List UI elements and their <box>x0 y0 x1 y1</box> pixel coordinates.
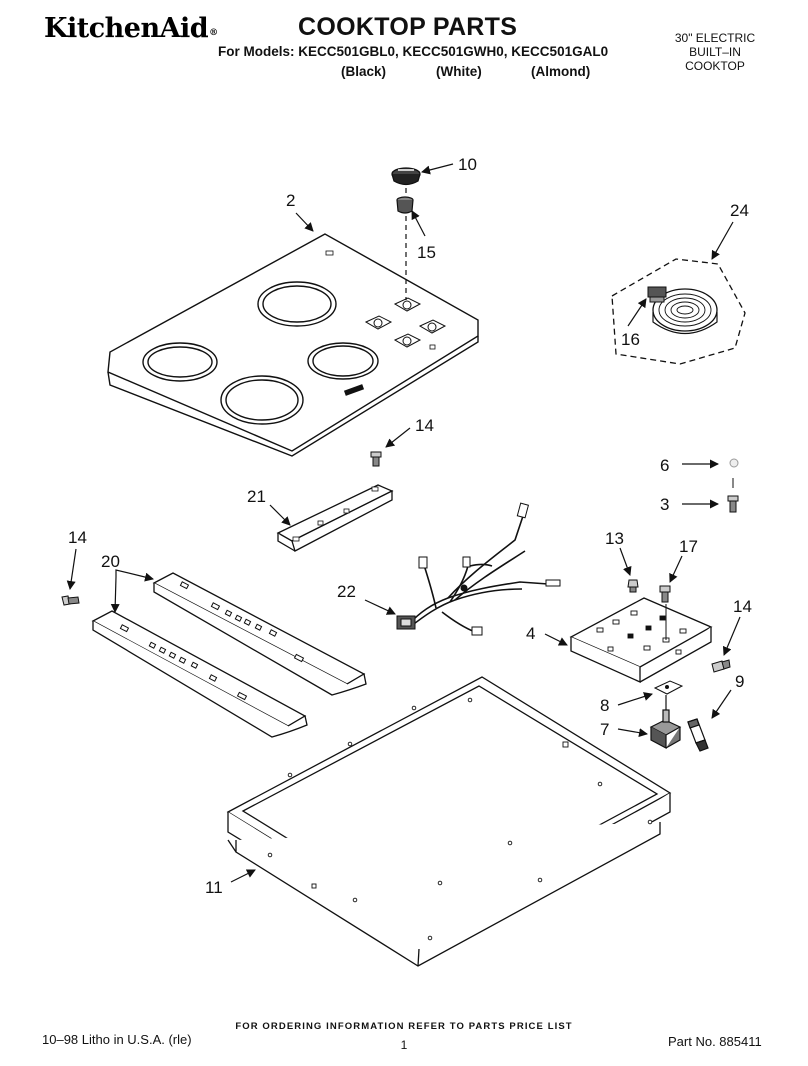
product-line-1: 30" ELECTRIC <box>674 31 756 45</box>
brand-name: KitchenAid <box>44 13 209 44</box>
burner-rings <box>142 281 379 425</box>
screw-small <box>727 495 739 513</box>
callout-20: 20 <box>101 552 120 571</box>
side-rail-back <box>152 572 367 696</box>
callout-3: 3 <box>660 495 669 514</box>
product-description: 30" ELECTRIC BUILT–IN COOKTOP <box>665 31 765 73</box>
wire-harness-connectors <box>396 502 561 636</box>
callout-labels: 10 2 15 24 16 14 21 6 3 14 20 13 17 22 4… <box>68 155 752 897</box>
indicator-light <box>687 718 709 752</box>
brand-logo: KitchenAid® <box>44 13 218 44</box>
switch-box-plug <box>627 579 639 593</box>
radiant-element <box>652 288 718 334</box>
registered-mark: ® <box>209 28 218 38</box>
product-line-2: BUILT–IN <box>689 45 741 59</box>
callout-9: 9 <box>735 672 744 691</box>
cooktop-glass <box>107 233 479 457</box>
screw-left <box>61 595 80 606</box>
callout-24: 24 <box>730 201 749 220</box>
ordering-note: FOR ORDERING INFORMATION REFER TO PARTS … <box>235 1021 573 1032</box>
wire-harness <box>407 515 549 633</box>
knob-bezels <box>364 297 447 348</box>
callout-15: 15 <box>417 243 436 262</box>
callout-22: 22 <box>337 582 356 601</box>
leader-arrows <box>66 163 741 883</box>
knob-spring-clip <box>396 196 414 214</box>
page-number: 1 <box>400 1038 408 1052</box>
callout-10: 10 <box>458 155 477 174</box>
model-list: For Models: KECC501GBL0, KECC501GWH0, KE… <box>218 44 609 59</box>
color-label-white: (White) <box>436 64 482 79</box>
callout-6: 6 <box>660 456 669 475</box>
part-number: Part No. 885411 <box>668 1034 762 1049</box>
page-title: COOKTOP PARTS <box>298 13 518 41</box>
screw-top <box>370 451 382 467</box>
callout-2: 2 <box>286 191 295 210</box>
callout-13: 13 <box>605 529 624 548</box>
cooktop-frame <box>226 676 672 967</box>
product-line-3: COOKTOP <box>685 59 745 73</box>
callout-21: 21 <box>247 487 266 506</box>
mounting-plate <box>653 680 684 695</box>
retainer-clip <box>729 458 739 468</box>
callout-4: 4 <box>526 624 535 643</box>
callout-14-right: 14 <box>733 597 752 616</box>
switch-box-screw-side <box>711 659 731 673</box>
infinite-switch <box>649 695 682 749</box>
limiter-switch <box>647 286 667 303</box>
switch-box <box>569 597 713 684</box>
callout-17: 17 <box>679 537 698 556</box>
color-label-black: (Black) <box>341 64 387 79</box>
callout-14-left: 14 <box>68 528 87 547</box>
callout-16: 16 <box>621 330 640 349</box>
side-rail-front <box>91 610 308 738</box>
litho-note: 10–98 Litho in U.S.A. (rle) <box>42 1032 192 1047</box>
switch-box-screw-top <box>659 585 671 603</box>
callout-11: 11 <box>205 878 223 897</box>
callout-7: 7 <box>600 720 609 739</box>
control-knob <box>391 167 421 186</box>
color-label-almond: (Almond) <box>531 64 591 79</box>
center-bracket <box>276 484 394 552</box>
callout-8: 8 <box>600 696 609 715</box>
element-assembly-outline <box>611 258 746 365</box>
callout-14-top: 14 <box>415 416 434 435</box>
